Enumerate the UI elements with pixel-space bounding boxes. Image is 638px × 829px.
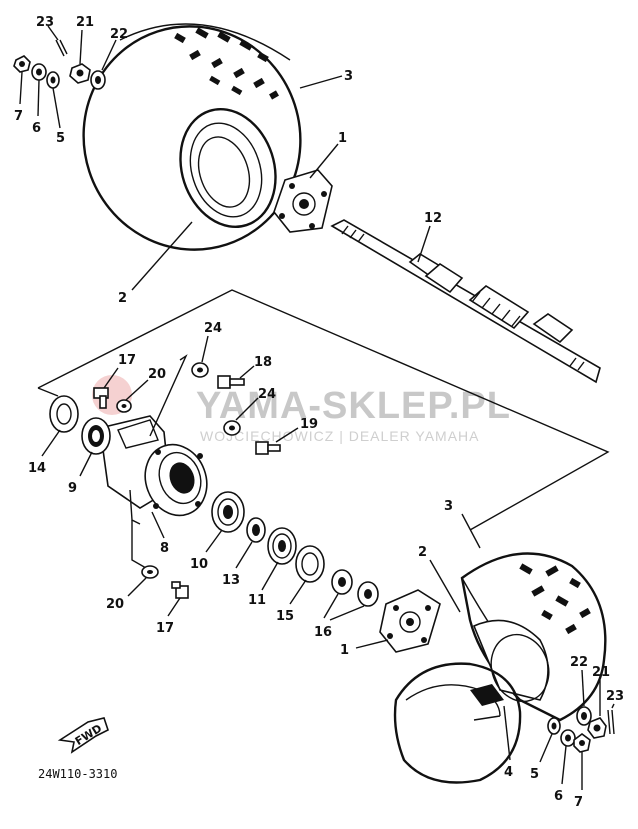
callout-20-bottom: 20: [106, 597, 124, 612]
callout-1-bottom: 1: [340, 643, 349, 658]
collars-16: [331, 569, 379, 607]
cotter-pin-23-icon: [55, 39, 68, 57]
tread-pattern-icon: [174, 27, 279, 100]
callout-16: 16: [314, 625, 332, 640]
top-fasteners: [13, 39, 106, 90]
assembly-boundary-line: [37, 289, 610, 531]
callout-5-top: 5: [56, 131, 65, 146]
callout-7-top: 7: [14, 109, 23, 124]
callout-6-bottom: 6: [554, 789, 563, 804]
callout-21-bottom: 21: [592, 665, 610, 680]
callout-22-top: 22: [110, 27, 128, 42]
callout-11: 11: [248, 593, 266, 608]
oil-seal-15: [295, 545, 325, 583]
callout-19: 19: [300, 417, 318, 432]
washer-24-top-icon: [191, 362, 209, 378]
washer-20-bottom-icon: [141, 565, 159, 579]
callout-13: 13: [222, 573, 240, 588]
diagram-code: 24W110-3310: [38, 767, 117, 781]
callout-22-bottom: 22: [570, 655, 588, 670]
callout-12: 12: [424, 211, 442, 226]
callout-3-bottom: 3: [444, 499, 453, 514]
bolt-17-top-icon: [93, 387, 109, 409]
bolt-18-icon: [217, 375, 245, 389]
oil-seal-14: [49, 395, 79, 433]
hub-bottom: [379, 589, 441, 653]
callout-23-top: 23: [36, 15, 54, 30]
callout-1-top: 1: [338, 131, 347, 146]
washer-20-top-icon: [116, 399, 132, 413]
callout-24-mid: 24: [258, 387, 276, 402]
callout-21-top: 21: [76, 15, 94, 30]
callout-4: 4: [504, 765, 513, 780]
watermark-main-text: YAMA-SKLEP.PL: [196, 385, 511, 427]
watermark-sub-text: WOJCIECHOWICZ | DEALER YAMAHA: [200, 428, 479, 444]
callout-17-bottom: 17: [156, 621, 174, 636]
fwd-arrow-icon: FWD: [57, 717, 109, 754]
callout-17-top: 17: [118, 353, 136, 368]
bolt-19-icon: [255, 441, 281, 455]
bearing-11: [267, 527, 297, 565]
callout-10: 10: [190, 557, 208, 572]
callout-2-bottom: 2: [418, 545, 427, 560]
watermark: YAMA-SKLEP.PL WOJCIECHOWICZ | DEALER YAM…: [92, 375, 511, 444]
callout-6-top: 6: [32, 121, 41, 136]
bottom-fasteners: [547, 706, 615, 753]
axle-housing: [99, 415, 208, 525]
callout-18: 18: [254, 355, 272, 370]
callout-2-top: 2: [118, 291, 127, 306]
callout-7-bottom: 7: [574, 795, 583, 810]
cotter-pin-23-bottom-icon: [607, 709, 615, 735]
callout-9: 9: [68, 481, 77, 496]
callout-3-top: 3: [344, 69, 353, 84]
bearing-10: [211, 491, 245, 533]
bearing-9: [81, 417, 111, 455]
washer-24-mid-icon: [223, 420, 241, 436]
callout-5-bottom: 5: [530, 767, 539, 782]
rear-axle: [330, 219, 601, 384]
spacer-13: [246, 517, 266, 543]
callout-20-top: 20: [148, 367, 166, 382]
hub-top: [273, 169, 333, 233]
callout-8: 8: [160, 541, 169, 556]
callout-14: 14: [28, 461, 46, 476]
callout-23-bottom: 23: [606, 689, 624, 704]
tread-pattern-bottom-icon: [519, 563, 591, 635]
callout-24-top: 24: [204, 321, 222, 336]
tire-top: 3: [82, 23, 353, 251]
callout-15: 15: [276, 609, 294, 624]
bolt-17-bottom-icon: [171, 581, 189, 599]
tire-bottom: [393, 552, 607, 784]
